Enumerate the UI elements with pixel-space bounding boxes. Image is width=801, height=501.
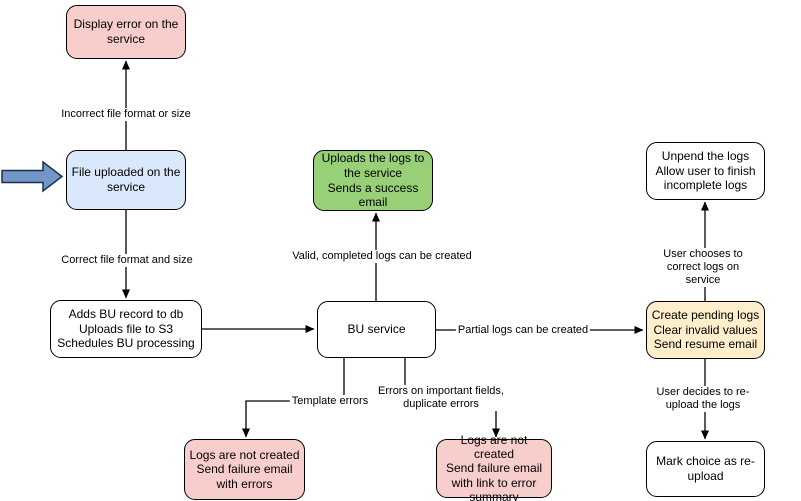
entry-pointer-arrow [1, 160, 64, 193]
node-create-pending-logs[interactable]: Create pending logs Clear invalid values… [646, 301, 765, 359]
edge-label-correct-on-service: User chooses to correct logs on service [654, 248, 752, 287]
node-uploads-logs-success[interactable]: Uploads the logs to the service Sends a … [313, 150, 433, 211]
edge-label-field-errors: Errors on important fields, duplicate er… [376, 385, 506, 411]
edge-label-valid-logs: Valid, completed logs can be created [290, 250, 474, 263]
edge-label-user-reupload: User decides to re-upload the logs [654, 386, 752, 412]
node-logs-not-created-summary[interactable]: Logs are not created Send failure email … [436, 433, 552, 501]
node-unpend-logs[interactable]: Unpend the logs Allow user to finish inc… [646, 142, 765, 200]
edge-label-incorrect-format: Incorrect file format or size [59, 108, 193, 121]
node-adds-bu-record[interactable]: Adds BU record to db Uploads file to S3 … [50, 300, 202, 358]
edge-label-correct-format: Correct file format and size [59, 254, 195, 267]
node-file-uploaded[interactable]: File uploaded on the service [66, 150, 186, 210]
edge-label-partial-logs: Partial logs can be created [455, 324, 591, 337]
node-bu-service[interactable]: BU service [317, 301, 436, 358]
edge-label-template-errors: Template errors [289, 395, 371, 408]
node-mark-choice-reupload[interactable]: Mark choice as re- upload [646, 441, 765, 497]
node-logs-not-created-errors[interactable]: Logs are not created Send failure email … [184, 439, 305, 500]
node-display-error[interactable]: Display error on the service [66, 5, 186, 59]
